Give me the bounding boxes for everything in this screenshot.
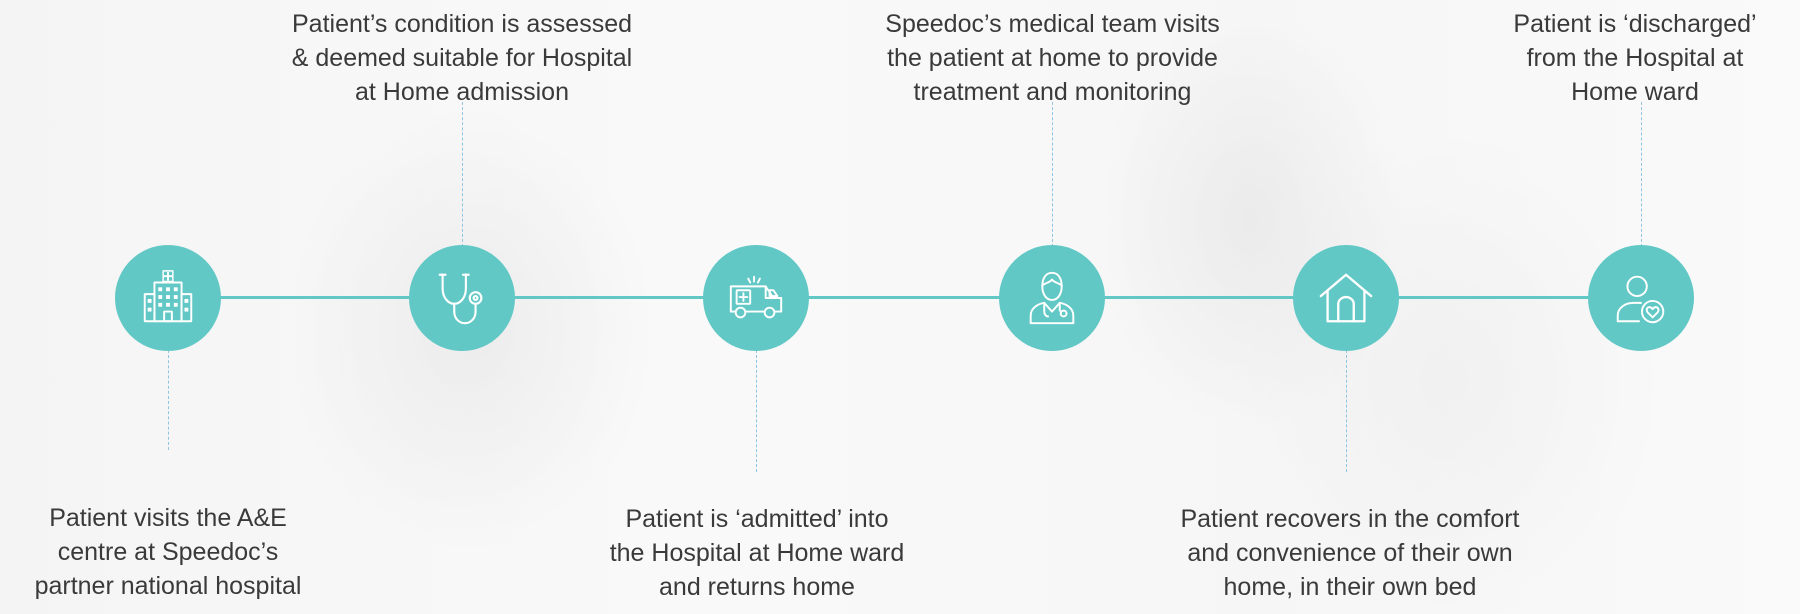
connector-ae-visit (168, 350, 169, 450)
caption-line: treatment and monitoring (913, 78, 1192, 106)
connector-recovery (1346, 350, 1347, 472)
step-node-recovery (1293, 245, 1399, 351)
patient-heart-icon (1616, 275, 1665, 324)
caption-line: centre at Speedoc’s (57, 538, 279, 566)
caption-line: Patient’s condition is assessed (291, 10, 632, 38)
connector-admission (756, 350, 757, 472)
caption-line: and convenience of their own (1187, 539, 1513, 567)
stethoscope-icon (438, 273, 483, 325)
step-node-ae-visit (115, 245, 221, 351)
connector-discharge (1641, 102, 1642, 247)
step-caption-assessment: Patient’s condition is assessed & deemed… (277, 7, 647, 109)
step-caption-ae-visit: Patient visits the A&E centre at Speedoc… (18, 501, 318, 603)
step-node-admission (703, 245, 809, 351)
doctor-icon (1029, 271, 1075, 325)
caption-line: partner national hospital (34, 572, 302, 600)
caption-line: at Home admission (355, 78, 569, 106)
caption-line: home, in their own bed (1223, 573, 1477, 601)
step-caption-recovery: Patient recovers in the comfort and conv… (1160, 502, 1540, 604)
step-caption-discharge: Patient is ‘discharged’ from the Hospita… (1470, 7, 1800, 109)
caption-line: the patient at home to provide (887, 44, 1218, 72)
house-icon (1319, 273, 1373, 323)
caption-line: Patient is ‘discharged’ (1513, 10, 1757, 38)
caption-line: and returns home (659, 573, 855, 601)
caption-line: Speedoc’s medical team visits (885, 10, 1220, 38)
timeline-line (160, 296, 1640, 299)
step-caption-home-visit: Speedoc’s medical team visits the patien… (860, 7, 1245, 109)
hospital-building-icon (143, 270, 193, 323)
step-node-home-visit (999, 245, 1105, 351)
connector-home-visit (1052, 102, 1053, 247)
caption-line: Patient is ‘admitted’ into (625, 505, 889, 533)
caption-line: Patient visits the A&E (49, 504, 287, 532)
ambulance-icon (729, 275, 783, 319)
step-node-assessment (409, 245, 515, 351)
connector-assessment (462, 102, 463, 247)
caption-line: & deemed suitable for Hospital (291, 44, 633, 72)
caption-line: Home ward (1571, 78, 1699, 106)
caption-line: Patient recovers in the comfort (1180, 505, 1520, 533)
step-node-discharge (1588, 245, 1694, 351)
caption-line: the Hospital at Home ward (609, 539, 905, 567)
step-caption-admission: Patient is ‘admitted’ into the Hospital … (577, 502, 937, 604)
caption-line: from the Hospital at (1526, 44, 1744, 72)
